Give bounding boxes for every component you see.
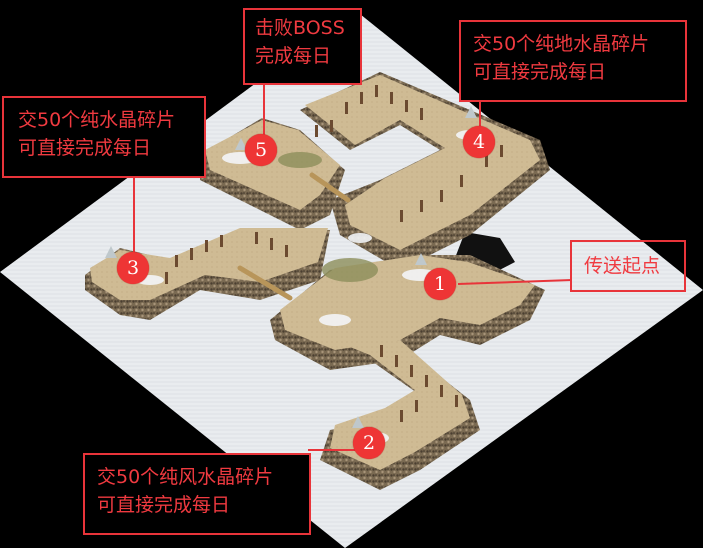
connector-line-5 <box>263 84 265 136</box>
annotation-water-crystal: 交50个纯水晶碎片 可直接完成每日 <box>2 96 206 178</box>
annotation-wind-line2: 可直接完成每日 <box>97 494 231 516</box>
annotation-water-line1: 交50个纯水晶碎片 <box>18 109 176 131</box>
bridges <box>237 172 351 301</box>
marker-2[interactable]: 2 <box>353 427 385 459</box>
connector-line-2 <box>308 449 356 451</box>
annotation-boss: 击败BOSS 完成每日 <box>243 8 362 85</box>
annotation-earth-crystal: 交50个纯地水晶碎片 可直接完成每日 <box>459 20 687 102</box>
annotation-water-line2: 可直接完成每日 <box>18 137 152 159</box>
annotation-wind-line1: 交50个纯风水晶碎片 <box>97 466 274 488</box>
annotation-earth-line2: 可直接完成每日 <box>473 61 607 83</box>
annotation-teleport-start: 传送起点 <box>570 240 686 292</box>
trees <box>165 85 503 422</box>
marker-5[interactable]: 5 <box>245 134 277 166</box>
marker-3[interactable]: 3 <box>117 252 149 284</box>
connector-line-3 <box>133 176 135 254</box>
marker-4[interactable]: 4 <box>463 126 495 158</box>
marker-1[interactable]: 1 <box>424 268 456 300</box>
annotation-start-line1: 传送起点 <box>584 255 661 277</box>
annotation-wind-crystal: 交50个纯风水晶碎片 可直接完成每日 <box>83 453 311 535</box>
annotation-earth-line1: 交50个纯地水晶碎片 <box>473 33 650 55</box>
statues <box>105 106 477 428</box>
connector-line-4 <box>479 100 481 130</box>
annotation-boss-line2: 完成每日 <box>255 45 332 67</box>
annotation-boss-line1: 击败BOSS <box>255 17 345 39</box>
